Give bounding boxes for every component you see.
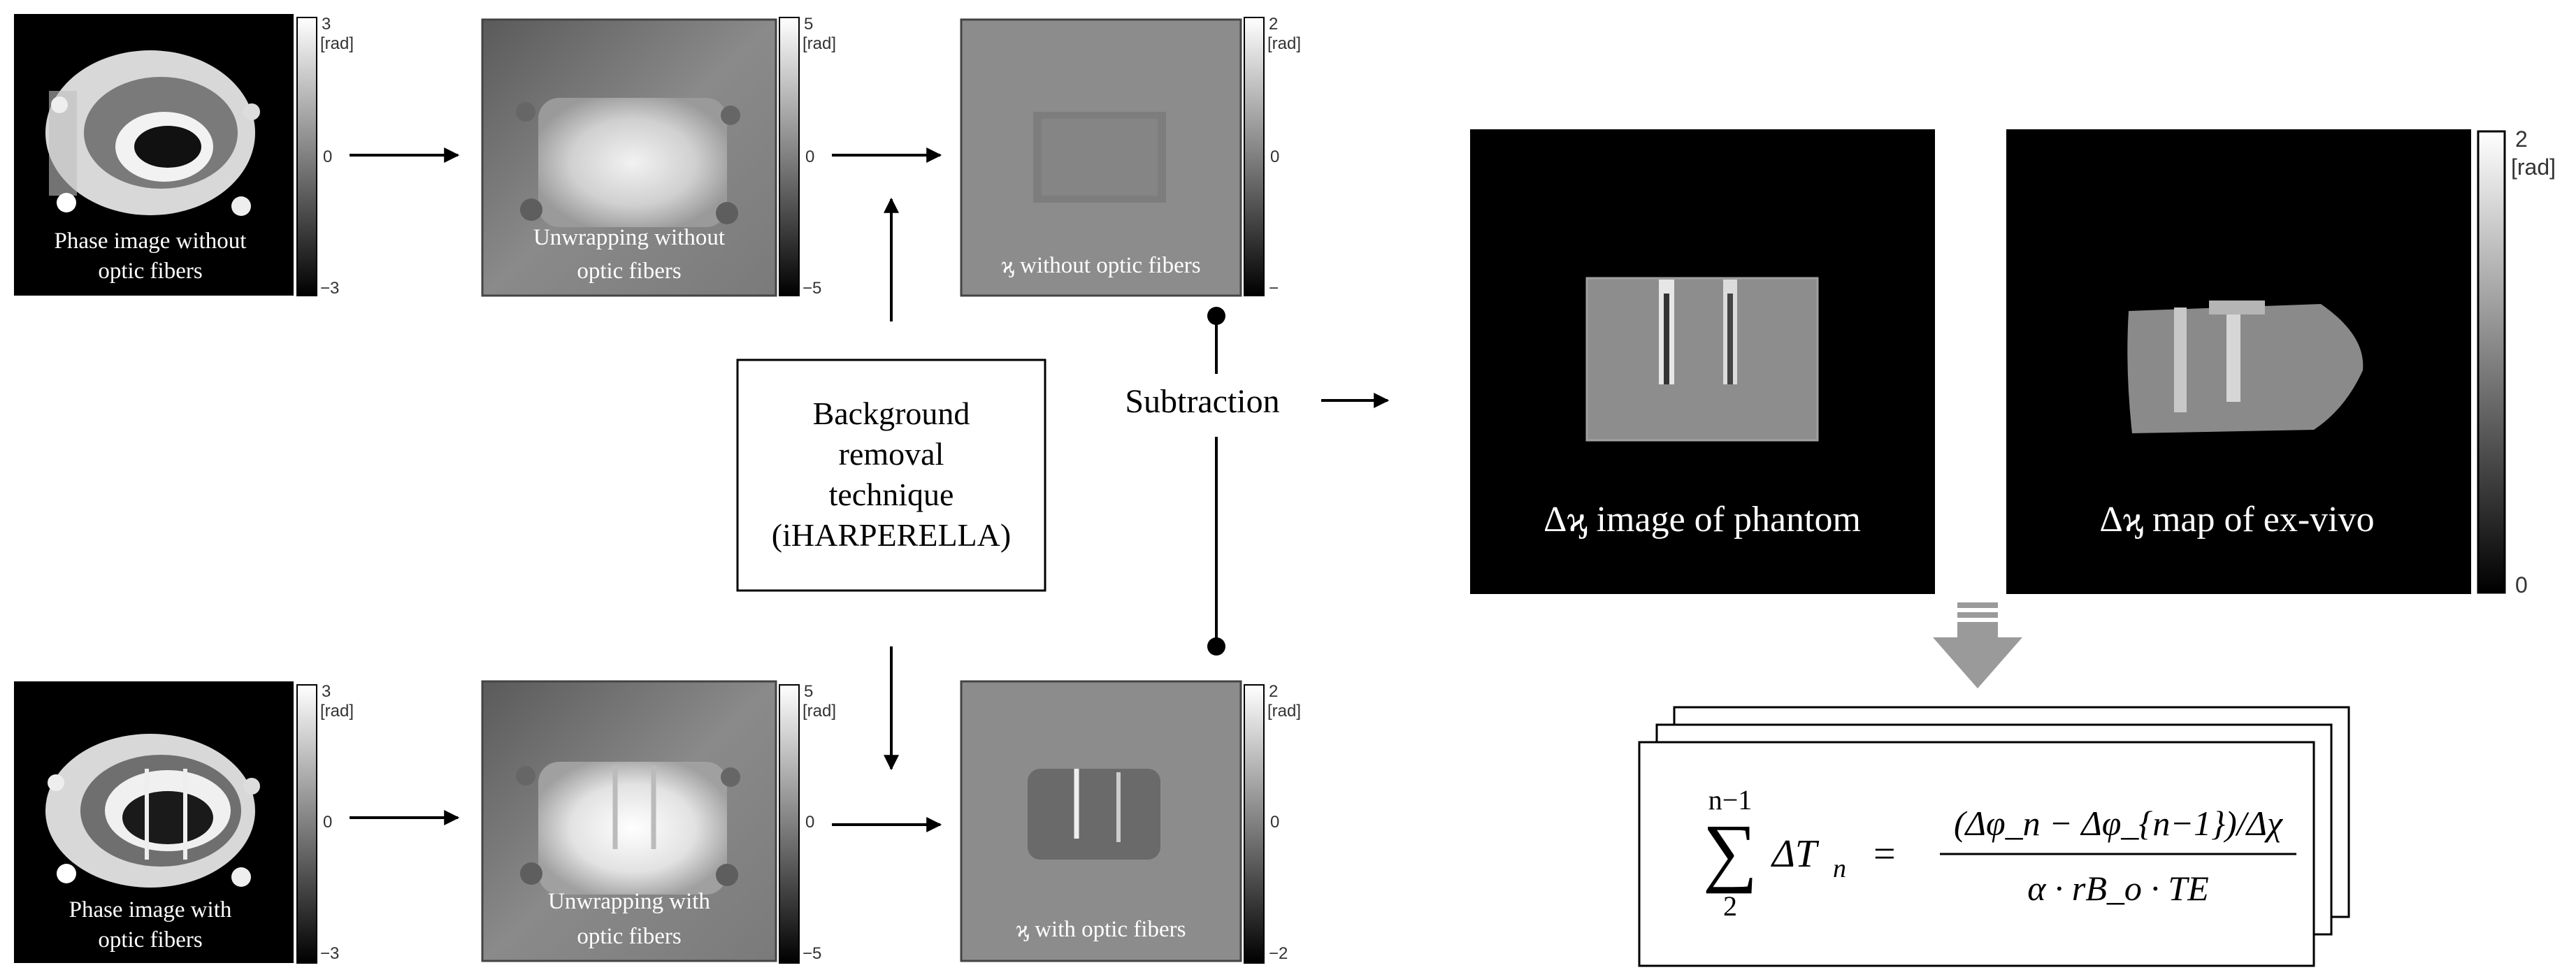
bg-box-line3: technique [829,477,954,512]
phase-phantom-top [45,50,260,216]
cbar-unwrap-bottom-mid: 0 [805,813,814,832]
down-block-arrow [1933,602,2022,688]
cbar-delta-max: 2 [2515,126,2528,152]
cbar-phase-bottom-unit: [rad] [320,702,354,721]
cbar-phase-top-min: −3 [320,279,339,298]
unwrap-bottom-caption-line2: optic fibers [577,924,681,949]
colorbar-phase-top: 3 [rad] 0 −3 [296,15,354,298]
cbar-phase-top-mid: 0 [323,147,332,166]
phase-image-with-fibers: Phase image with optic fibers [14,681,294,963]
lhs-term: ΔT [1771,832,1820,876]
colorbar-unwrap-top: 5 [rad] 0 −5 [779,15,836,298]
unwrap-bottom-caption-line1: Unwrapping with [548,889,710,914]
phase-image-without-fibers: Phase image without optic fibers [14,14,294,296]
cbar-unwrap-top-unit: [rad] [803,34,836,53]
cbar-unwrap-bottom-unit: [rad] [803,702,836,721]
cbar-phase-top-max: 3 [322,15,331,34]
unwrap-top-caption-line1: Unwrapping without [533,225,725,250]
equals-sign: = [1873,832,1896,876]
cbar-unwrap-top-max: 5 [804,15,813,34]
cbar-chi-top-max: 2 [1269,15,1278,34]
cbar-unwrap-top-min: −5 [803,279,821,298]
background-removal-box: Background removal technique (iHARPERELL… [736,359,1046,592]
cbar-chi-bottom-min: −2 [1269,944,1288,963]
cbar-phase-top-unit: [rad] [320,34,354,53]
delta-phantom-caption: Δϗ image of phantom [1544,500,1861,540]
chi-image-without-fibers: ϗ without optic fibers [960,18,1242,297]
cbar-delta-unit: [rad] [2511,154,2556,180]
numerator: (Δφ_n − Δφ_{n−1})/Δχ [1954,804,2284,843]
subtraction-connector: Subtraction [1125,307,1280,656]
chi-bottom-caption: ϗ with optic fibers [1016,917,1186,942]
cbar-chi-top-min: − [1269,279,1279,298]
colorbar-unwrap-bottom: 5 [rad] 0 −5 [779,682,836,964]
sum-upper: n−1 [1708,784,1753,816]
cbar-delta-min: 0 [2515,572,2528,598]
cbar-unwrap-top-mid: 0 [805,147,814,166]
cbar-phase-bottom-max: 3 [322,682,331,701]
phase-top-caption-line1: Phase image without [55,229,247,254]
chi-top-caption: ϗ without optic fibers [1001,253,1200,278]
colorbar-chi-bottom: 2 [rad] 0 −2 [1244,682,1301,964]
cbar-chi-top-unit: [rad] [1267,34,1301,53]
colorbar-delta: 2 [rad] 0 [2477,126,2556,598]
sum-lower: 2 [1723,890,1737,922]
bg-box-line2: removal [839,436,944,472]
cbar-chi-bottom-max: 2 [1269,682,1278,701]
phase-bottom-caption-line1: Phase image with [69,897,232,922]
cbar-chi-bottom-mid: 0 [1270,813,1279,832]
phase-bottom-caption-line2: optic fibers [98,927,202,953]
cbar-phase-bottom-min: −3 [320,944,339,963]
unwrap-image-without-fibers: Unwrapping without optic fibers [481,18,777,297]
phase-top-caption-line2: optic fibers [98,259,202,284]
bg-box-line1: Background [813,396,970,431]
subtraction-label: Subtraction [1125,383,1279,420]
unwrap-image-with-fibers: Unwrapping with optic fibers [481,680,777,962]
colorbar-phase-bottom: 3 [rad] 0 −3 [296,682,354,964]
colorbar-chi-top: 2 [rad] 0 − [1244,15,1301,298]
chi-image-with-fibers: ϗ with optic fibers [960,680,1242,962]
cbar-chi-bottom-unit: [rad] [1267,702,1301,721]
lhs-sub: n [1833,854,1846,883]
cbar-unwrap-bottom-min: −5 [803,944,821,963]
formula-stack: n−1 ∑ 2 ΔT n = (Δφ_n − Δφ_{n−1})/Δχ α · … [1638,706,2350,967]
unwrap-top-caption-line2: optic fibers [577,259,681,284]
cbar-chi-top-mid: 0 [1270,147,1279,166]
bg-box-line4: (iHARPERELLA) [772,517,1011,553]
delta-map-exvivo: Δϗ map of ex-vivo [2006,129,2471,594]
denominator: α · rB_o · TE [2027,869,2209,908]
delta-exvivo-caption: Δϗ map of ex-vivo [2099,500,2374,540]
delta-image-phantom: Δϗ image of phantom [1470,129,1935,594]
cbar-unwrap-bottom-max: 5 [804,682,813,701]
cbar-phase-bottom-mid: 0 [323,813,332,832]
sum-symbol-icon: ∑ [1703,809,1757,894]
